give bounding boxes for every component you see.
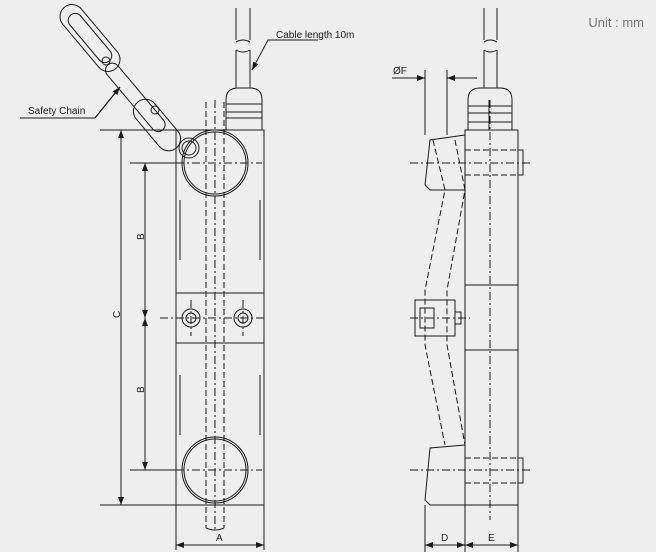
unit-label: Unit : mm <box>588 15 644 30</box>
safety-chain-label: Safety Chain <box>28 106 85 117</box>
dim-c-label: C <box>112 311 123 318</box>
front-view <box>20 4 318 550</box>
dim-f-label: ØF <box>393 66 407 77</box>
safety-chain <box>59 4 200 159</box>
dim-e-label: E <box>488 533 495 544</box>
dim-d-label: D <box>441 533 448 544</box>
dim-a-label: A <box>216 533 223 544</box>
dim-b-label-bottom: B <box>136 386 147 393</box>
dim-b-label-top: B <box>136 233 147 240</box>
cable-length-label: Cable length 10m <box>276 30 354 41</box>
drawing-sheet <box>0 0 656 552</box>
cable <box>235 8 251 88</box>
side-view <box>392 8 530 552</box>
cable-gland <box>225 87 263 130</box>
